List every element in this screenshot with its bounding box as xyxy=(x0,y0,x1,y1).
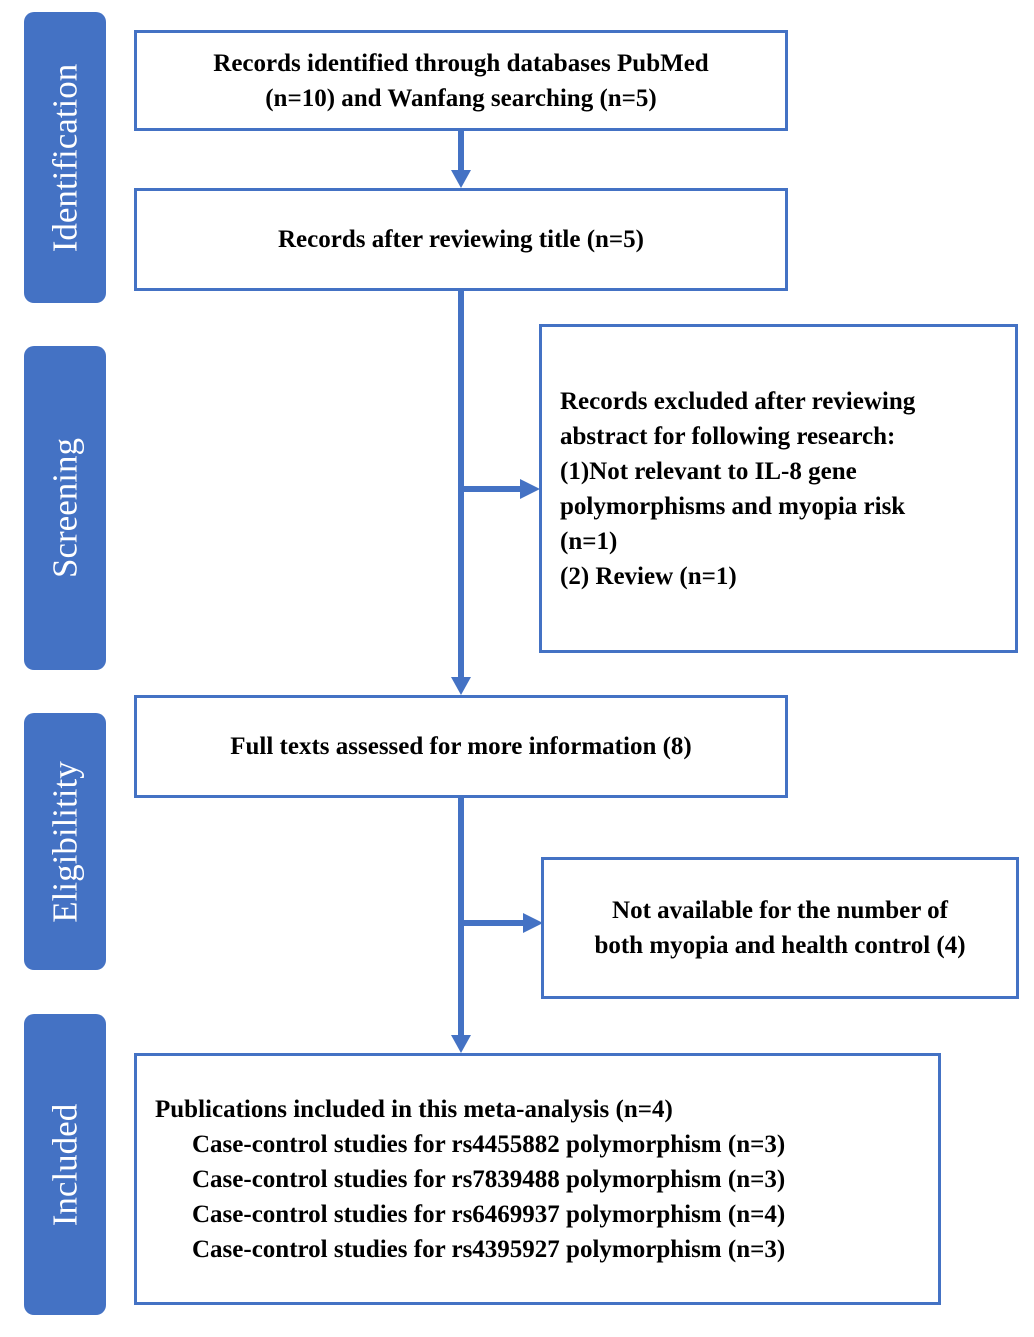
records-identified-line-1: Records identified through databases Pub… xyxy=(213,49,709,77)
excluded-line-6: (2) Review (n=1) xyxy=(560,562,737,590)
excluded-line-4: polymorphisms and myopia risk xyxy=(560,492,906,520)
records-identified-line-2: (n=10) and Wanfang searching (n=5) xyxy=(265,84,657,112)
included-heading: Publications included in this meta-analy… xyxy=(155,1095,673,1123)
stage-included: Included xyxy=(24,1014,106,1315)
stage-eligibility: Eligibilitity xyxy=(24,713,106,970)
stage-screening: Screening xyxy=(24,346,106,670)
stage-label-identification: Identification xyxy=(45,63,85,252)
stage-label-screening: Screening xyxy=(45,438,85,578)
included-item-2: Case-control studies for rs7839488 polym… xyxy=(192,1165,786,1193)
stage-label-eligibility: Eligibilitity xyxy=(45,760,85,923)
included-box: Publications included in this meta-analy… xyxy=(134,1053,941,1305)
records-identified-box: Records identified through databases Pub… xyxy=(134,30,788,131)
stage-identification: Identification xyxy=(24,12,106,303)
full-texts-text: Full texts assessed for more information… xyxy=(230,733,692,760)
arrowhead-included xyxy=(451,1035,471,1053)
not-available-line-1: Not available for the number of xyxy=(612,897,948,924)
records-after-title-text: Records after reviewing title (n=5) xyxy=(278,226,644,253)
arrowhead-title xyxy=(451,170,471,188)
arrowhead-fulltext xyxy=(451,677,471,695)
included-item-3: Case-control studies for rs6469937 polym… xyxy=(192,1200,786,1228)
not-available-line-2: both myopia and health control (4) xyxy=(594,932,966,959)
full-texts-box: Full texts assessed for more information… xyxy=(134,695,788,798)
stage-label-included: Included xyxy=(45,1103,85,1226)
records-after-title-box: Records after reviewing title (n=5) xyxy=(134,188,788,291)
excluded-line-5: (n=1) xyxy=(560,527,618,555)
arrowhead-excluded xyxy=(520,479,540,499)
records-excluded-box: Records excluded after reviewing abstrac… xyxy=(539,324,1018,653)
excluded-line-3: (1)Not relevant to IL-8 gene xyxy=(560,457,857,485)
included-item-4: Case-control studies for rs4395927 polym… xyxy=(192,1235,786,1263)
excluded-line-1: Records excluded after reviewing xyxy=(560,387,916,415)
included-item-1: Case-control studies for rs4455882 polym… xyxy=(192,1130,786,1158)
excluded-line-2: abstract for following research: xyxy=(560,422,896,450)
not-available-box: Not available for the number of both myo… xyxy=(541,857,1019,999)
arrowhead-not-available xyxy=(523,913,543,933)
